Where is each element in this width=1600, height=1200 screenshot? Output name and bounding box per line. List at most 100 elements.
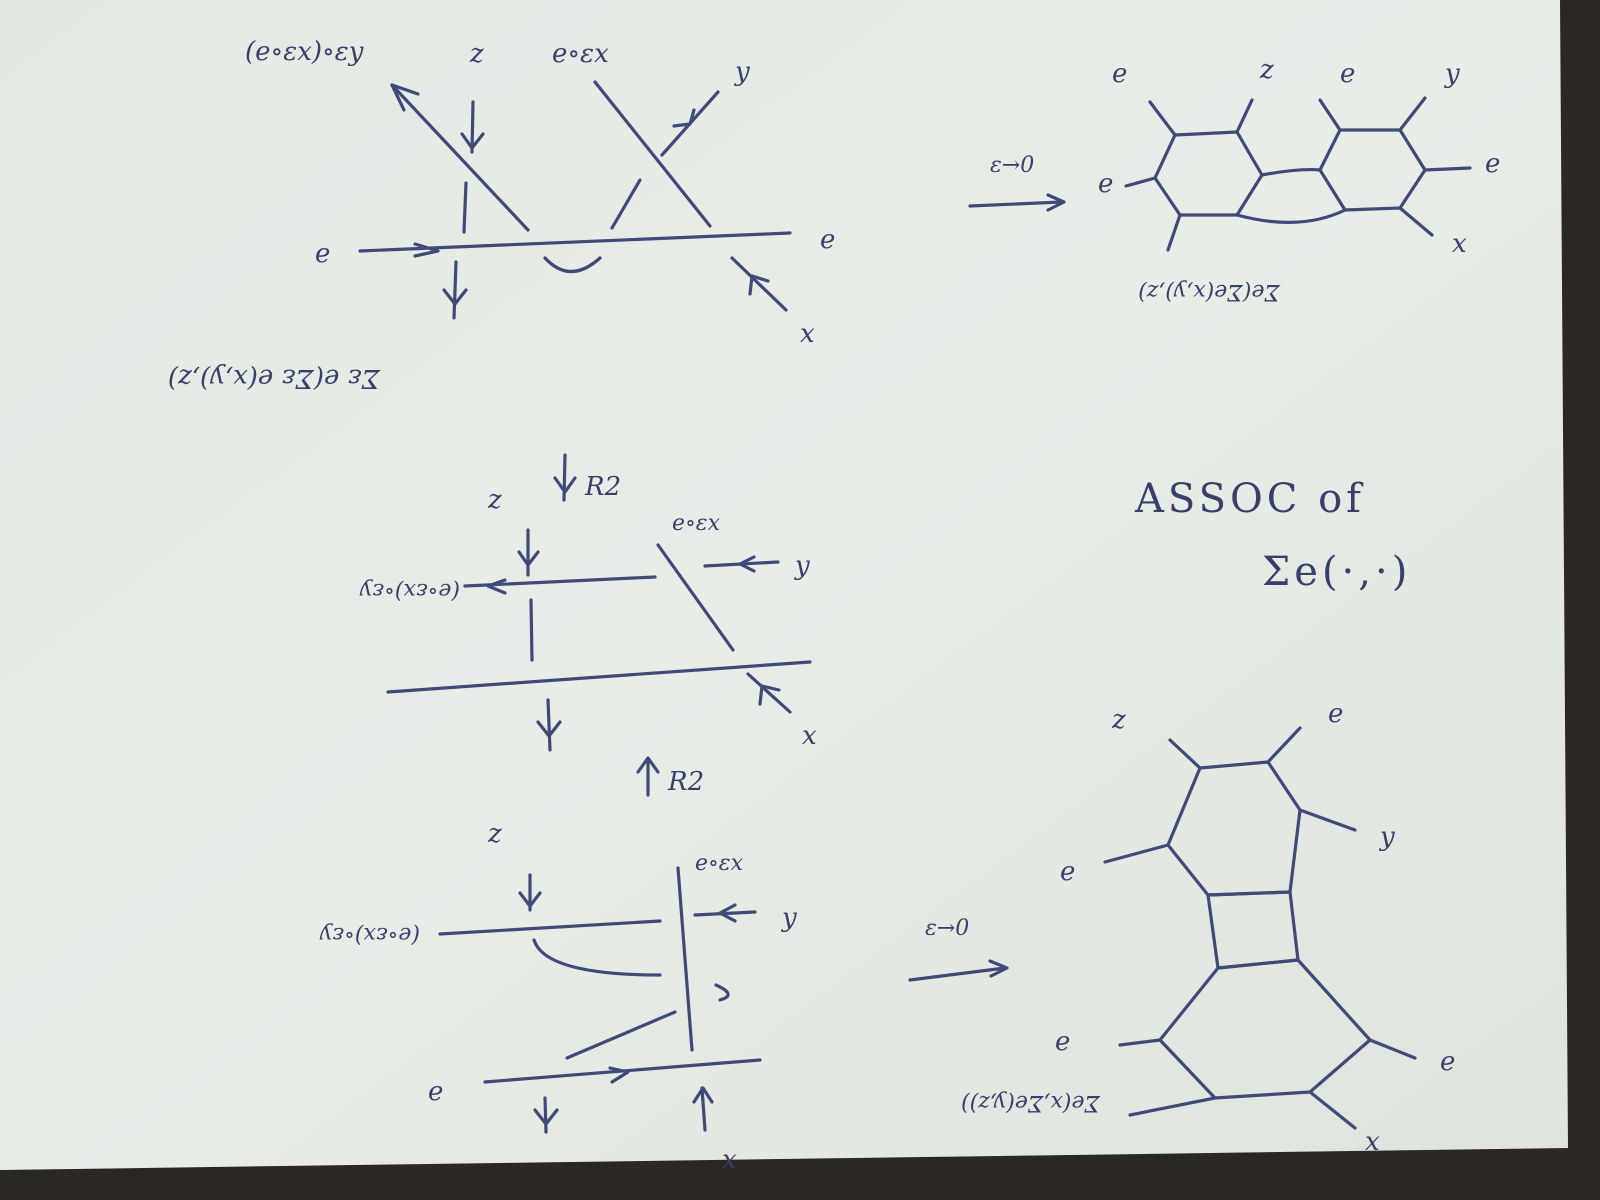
leg-y	[1298, 808, 1357, 832]
title-block: ASSOC of Σe(·,·)	[1134, 476, 1411, 595]
title-line-1: ASSOC of	[1134, 476, 1365, 522]
arrow-down-icon	[442, 288, 468, 306]
leg-z	[1168, 738, 1202, 770]
label-left: (e∘εx)∘εy	[319, 922, 420, 947]
leg-e-left	[1103, 843, 1170, 864]
strand-vertical	[676, 866, 694, 1052]
label-e-left: e	[1098, 169, 1113, 199]
leg-x	[1398, 206, 1434, 237]
label-y: y	[794, 551, 810, 581]
arrow-up-left-icon	[758, 684, 781, 706]
arrow-icon	[672, 108, 696, 128]
label-top-left: (e∘εx)∘εy	[245, 37, 364, 67]
label-x: x	[722, 1145, 737, 1175]
edge-lower-link	[1235, 208, 1347, 224]
label-x: x	[802, 721, 817, 751]
label-z: z	[1111, 705, 1126, 735]
strand-lower	[543, 1096, 548, 1134]
arrow-up-left-icon	[748, 274, 770, 296]
strand-x	[700, 1086, 707, 1132]
cup-curve	[714, 983, 730, 1002]
strand-z-lower	[462, 181, 468, 234]
step-r2-label: R2	[584, 472, 621, 502]
label-e-left: e	[315, 239, 330, 269]
label-x: x	[800, 319, 815, 349]
label-y: y	[734, 57, 750, 87]
label-y: y	[1444, 59, 1460, 89]
label-e-right: e	[1485, 149, 1500, 179]
arrow-down-icon	[553, 476, 577, 494]
arrow-up-left-icon	[390, 83, 420, 112]
middle-knot-diagram: z e∘εx y (e∘εx)∘εy x	[359, 485, 817, 752]
label-e-o-x: e∘εx	[552, 39, 609, 69]
label-z: z	[487, 485, 502, 515]
top-knot-diagram: (e∘εx)∘εy z e∘εx y e e x Σε e(Σε e(x,y),…	[168, 37, 836, 393]
strand-z-bottom	[452, 260, 458, 320]
arrow-right-icon	[988, 959, 1009, 978]
arrow-up-icon	[692, 1086, 714, 1104]
leg-e-right	[1368, 1038, 1417, 1060]
limit-label: ε→0	[990, 153, 1034, 178]
leg-root	[1128, 1096, 1217, 1117]
label-e-top: e	[1328, 699, 1343, 729]
strand-x	[746, 672, 792, 714]
arrow-down-icon	[536, 720, 562, 738]
label-e-right: e	[820, 225, 835, 255]
label-x: x	[1365, 1127, 1380, 1157]
strand-z-lower	[546, 698, 552, 752]
strand-diagonal-right	[593, 80, 712, 228]
arrow-up-icon	[636, 756, 660, 774]
strand-z-curve	[532, 938, 662, 977]
arrow-right-icon	[1046, 193, 1066, 212]
strand-diagonal-left	[390, 83, 530, 232]
leg-y	[1398, 96, 1427, 132]
label-e-left: e	[1060, 857, 1075, 887]
step-r2-up: R2	[636, 756, 704, 797]
bottom-knot-diagram: z e∘εx y (e∘εx)∘εy e x	[319, 819, 797, 1175]
label-z: z	[487, 819, 502, 849]
cup-curve	[543, 256, 602, 273]
label-e-right: e	[1440, 1047, 1455, 1077]
label-y: y	[1379, 822, 1395, 852]
label-x: x	[1452, 229, 1467, 259]
label-sigma-bottom: Σε e(Σε e(x,y),z)	[168, 363, 381, 393]
arrow-left-icon	[738, 555, 756, 573]
label-e-left2: e	[1055, 1027, 1070, 1057]
label-e-top-mid: e	[1340, 59, 1355, 89]
paper-sheet-surface	[0, 0, 1568, 1170]
strand-y	[693, 910, 757, 917]
label-e: e	[428, 1077, 443, 1107]
strand-z-middle	[529, 598, 534, 662]
label-left: (e∘εx)∘εy	[359, 578, 460, 603]
label-y: y	[781, 903, 797, 933]
leg-e-left2	[1118, 1038, 1162, 1047]
leg-x	[1308, 1090, 1357, 1130]
title-line-2: Σe(·,·)	[1262, 549, 1411, 595]
label-e-top-left: e	[1112, 59, 1127, 89]
step-r2-label: R2	[667, 767, 704, 797]
strand-diagonal	[565, 1010, 677, 1060]
strand-e-horizontal	[386, 660, 812, 694]
strand-upper-horizontal	[438, 919, 662, 936]
label-z: z	[1259, 55, 1274, 85]
leg-z	[1235, 98, 1254, 134]
label-sigma: Σe(x,Σe(y,z))	[961, 1090, 1101, 1115]
arrow-down-icon	[518, 891, 542, 908]
label-e-o-x: e∘εx	[672, 511, 721, 536]
arrow-right-icon	[608, 1066, 630, 1084]
label-e-o-x: e∘εx	[695, 851, 744, 876]
label-sigma: Σe(Σe(x,y),z)	[1138, 279, 1281, 304]
arrow-down-icon	[460, 132, 485, 150]
leg-e-top-left	[1148, 100, 1177, 137]
strand-z-upper	[470, 100, 475, 154]
top-limit-graph: ε→0 e z e y e e x Σe(Σe(x,y),z)	[968, 55, 1500, 304]
bottom-limit-graph: ε→0 z e y e e e x Σe(x,Σe(y,z))	[908, 699, 1455, 1157]
edge-upper-link	[1260, 167, 1322, 177]
limit-label: ε→0	[925, 916, 969, 941]
leg-root	[1166, 213, 1182, 252]
limit-arrow	[968, 200, 1064, 208]
limit-arrow	[908, 966, 1007, 982]
leg-e-top-mid	[1318, 98, 1342, 132]
arrow-right-icon	[413, 242, 440, 258]
